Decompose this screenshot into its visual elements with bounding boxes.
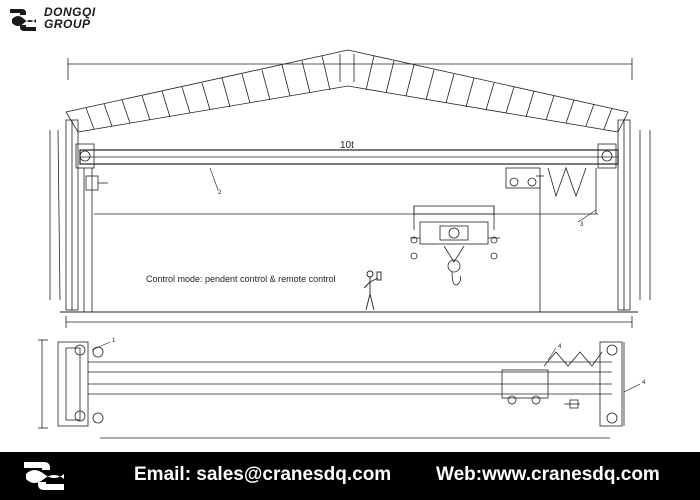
dongqi-logo-icon	[10, 9, 36, 31]
callout-2: 2	[218, 190, 222, 196]
callout-4a: 4	[558, 344, 562, 350]
footer-banner: Email: sales@cranesdq.com Web:www.cranes…	[0, 452, 700, 500]
callout-leaders	[91, 167, 641, 393]
dongqi-logo-icon	[24, 462, 64, 490]
brand-line-1: DONGQI	[44, 5, 96, 19]
header: DONGQI GROUP	[0, 0, 700, 40]
email-link[interactable]: Email: sales@cranesdq.com	[134, 464, 392, 485]
callout-1: 1	[112, 338, 116, 344]
crane-technical-drawing: 10t Control mode: pendent control & remo…	[38, 49, 651, 439]
callout-3: 3	[580, 222, 584, 228]
worker-figure-icon	[363, 270, 382, 311]
callout-4b: 4	[642, 380, 646, 386]
capacity-label: 10t	[340, 140, 354, 151]
plan-view	[38, 339, 625, 439]
control-mode-label: Control mode: pendent control & remote c…	[146, 274, 336, 284]
brand-line-2: GROUP	[44, 17, 91, 31]
brand-name: DONGQI GROUP	[44, 6, 96, 30]
elevation-view	[49, 49, 651, 328]
website-link[interactable]: Web:www.cranesdq.com	[436, 464, 660, 485]
